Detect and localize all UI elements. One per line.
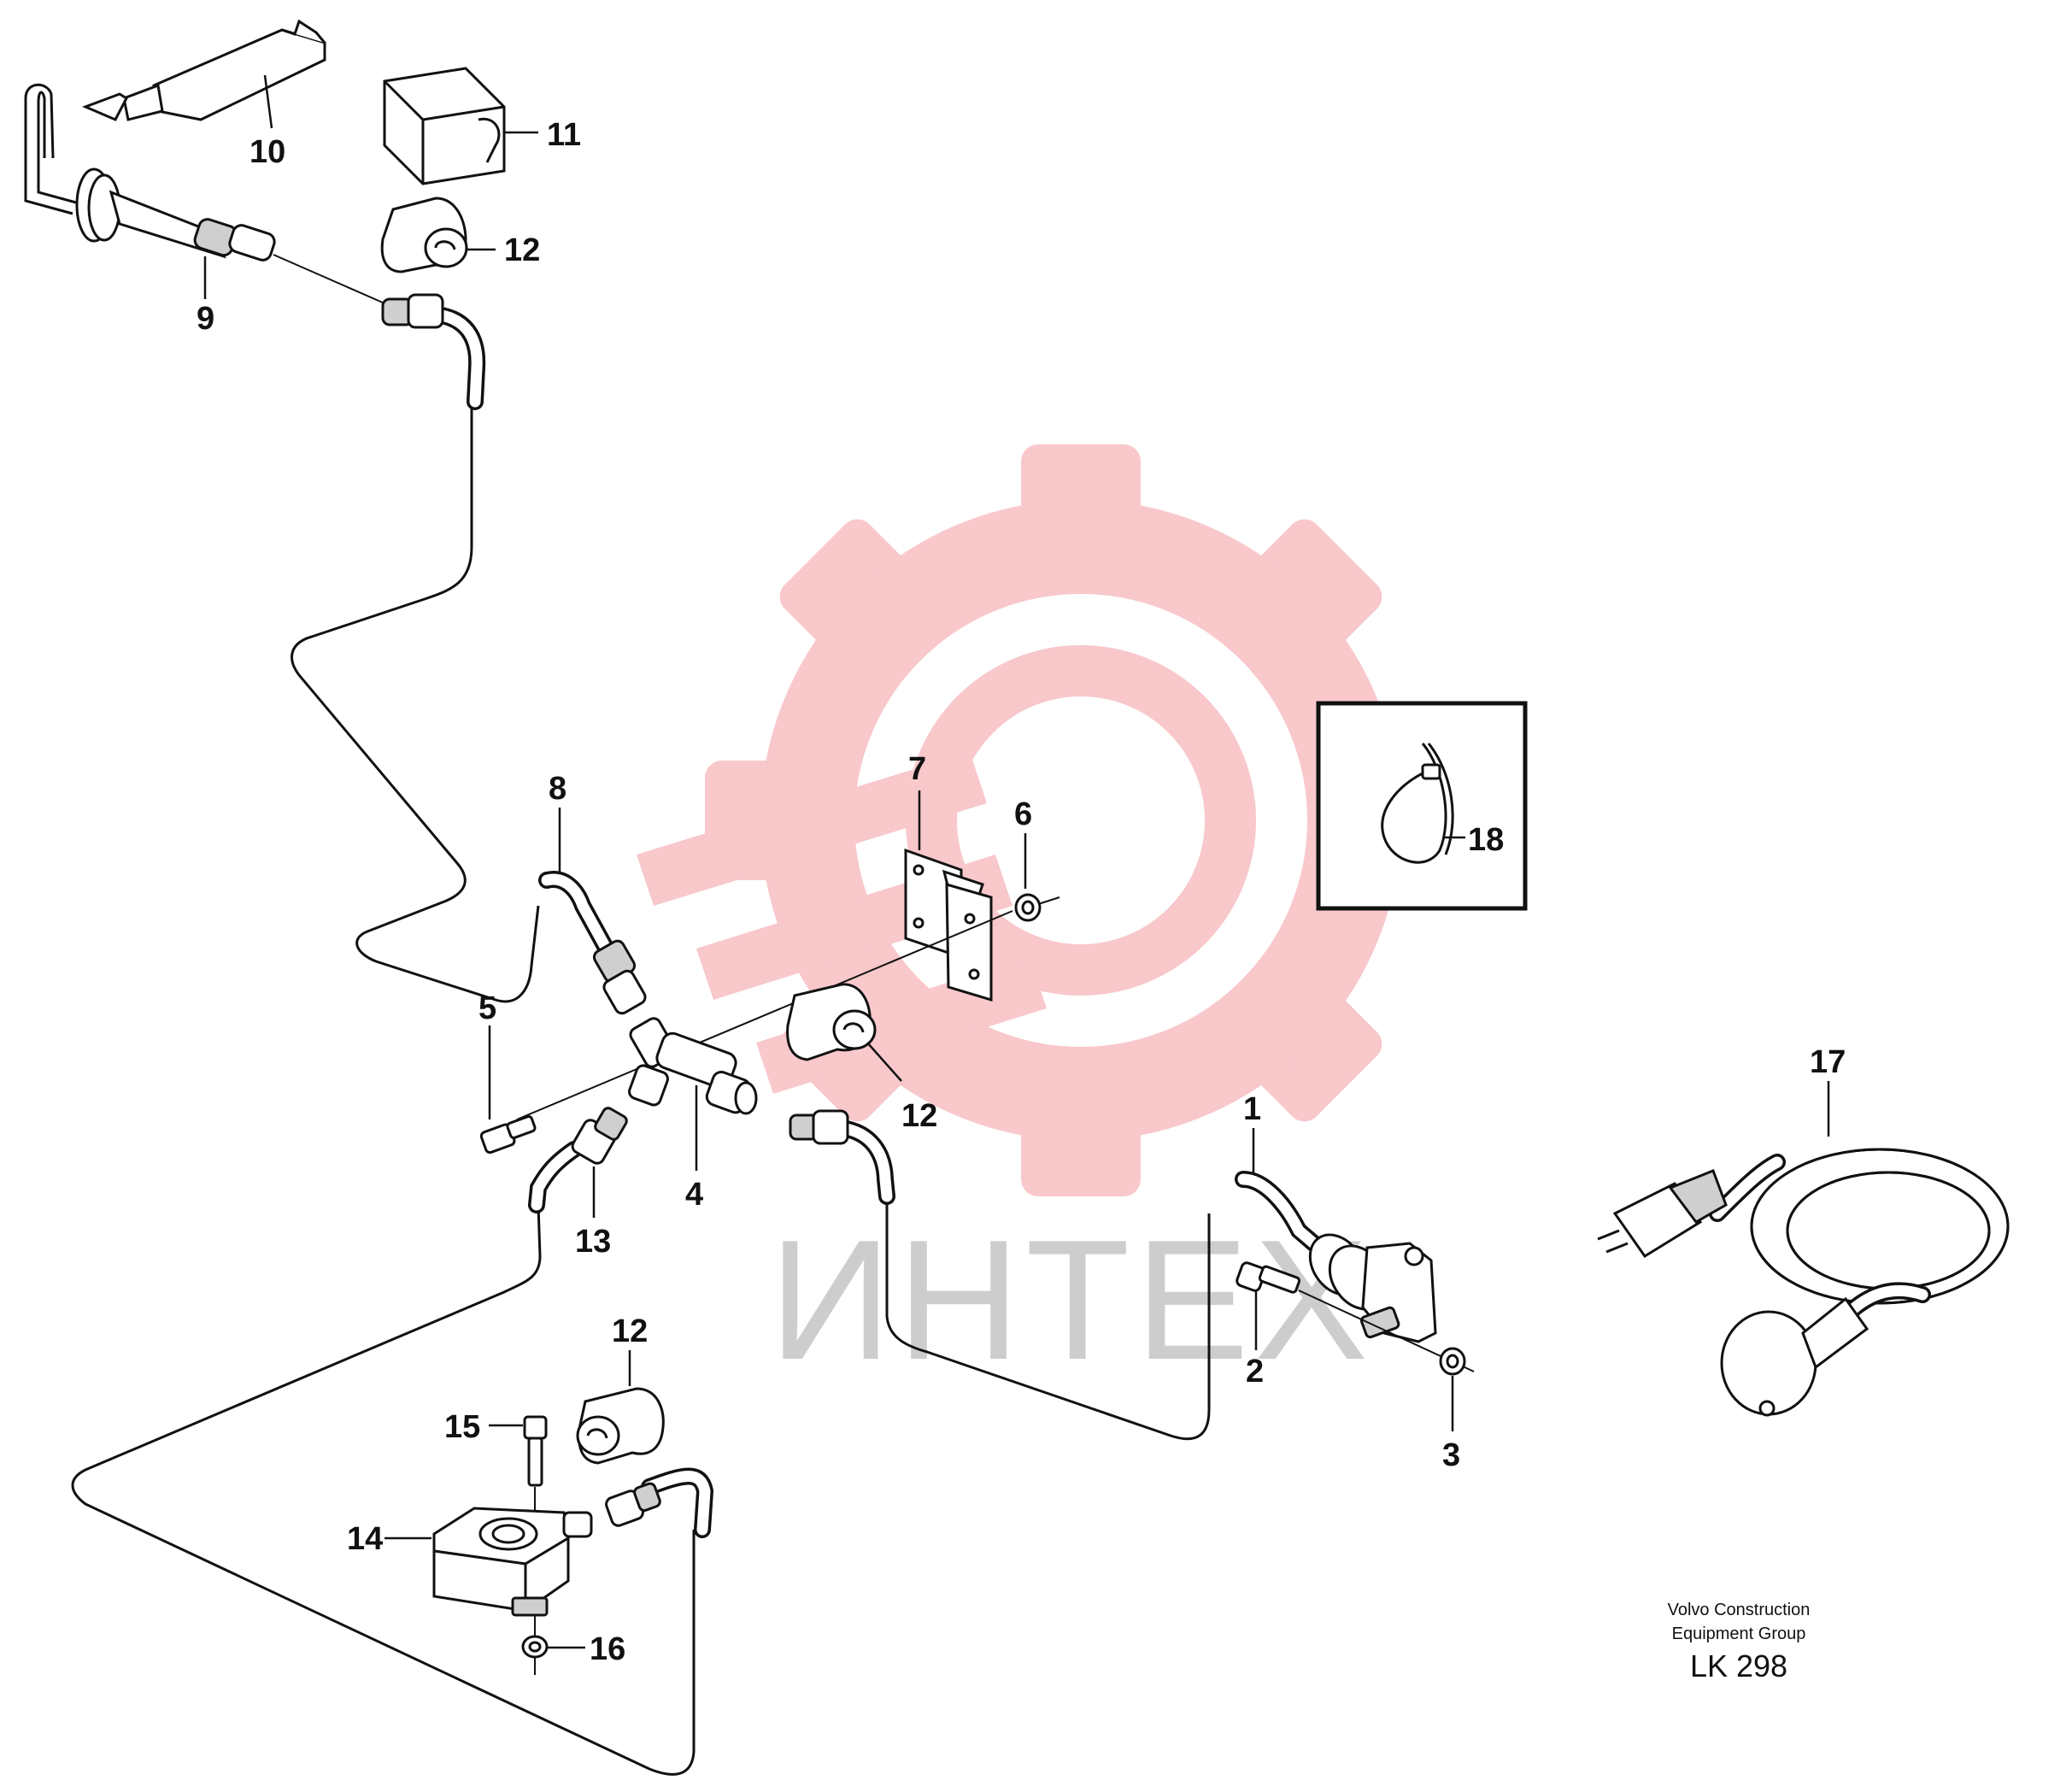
- callout-17: 17: [1810, 1044, 1846, 1080]
- callout-7: 7: [908, 751, 926, 787]
- publication-code: LK 298: [1690, 1648, 1787, 1683]
- hose-right-of-t: [789, 1109, 895, 1205]
- callout-6: 6: [1014, 796, 1032, 832]
- part-9-heater-element: [24, 83, 385, 304]
- hose-lower: [605, 1467, 714, 1538]
- callout-2: 2: [1246, 1354, 1264, 1390]
- part-12-rubber-boot-middle: [786, 983, 902, 1082]
- part-4-t-connector: [628, 1017, 758, 1171]
- hose-upper: [381, 293, 486, 410]
- callout-15: 15: [444, 1409, 480, 1445]
- part-10-grease-tube: [81, 19, 326, 129]
- wiring-harness: [71, 402, 1211, 1776]
- part-7-bracket: [904, 790, 993, 1002]
- part-12-rubber-boot-top: [380, 197, 496, 273]
- callout-8: 8: [549, 771, 566, 807]
- assembly-axis-bracket: [516, 910, 1013, 1120]
- publisher-line-1: Volvo Construction: [1668, 1601, 1811, 1619]
- part-16-washer: [521, 1635, 585, 1659]
- callout-9: 9: [197, 301, 214, 337]
- callout-16: 16: [590, 1631, 625, 1667]
- callout-18: 18: [1468, 822, 1504, 858]
- part-3-washer: [1439, 1347, 1466, 1431]
- callout-13: 13: [575, 1224, 611, 1260]
- callout-12-bottom: 12: [612, 1313, 648, 1349]
- part-17-extension-cable: [1597, 1081, 2010, 1417]
- callout-11: 11: [547, 117, 581, 153]
- watermark-text: ИНТЕХ: [769, 1205, 1373, 1395]
- callout-10: 10: [249, 134, 285, 170]
- callout-1: 1: [1243, 1091, 1261, 1127]
- publisher-line-2: Equipment Group: [1672, 1625, 1806, 1643]
- callout-12: 12: [504, 232, 540, 268]
- part-12-rubber-boot-bottom: [576, 1350, 665, 1465]
- part-6-nut: [1014, 833, 1060, 922]
- callout-3: 3: [1442, 1437, 1460, 1473]
- part-13-hose-coupler: [528, 1107, 628, 1218]
- part-8-hose: [538, 808, 647, 1015]
- publisher-block: Volvo Construction Equipment Group LK 29…: [1668, 1601, 1811, 1683]
- part-1-switch: [1235, 1128, 1437, 1343]
- part-18-cable-tie-box: [1316, 701, 1528, 911]
- callout-4: 4: [685, 1177, 703, 1213]
- callout-14: 14: [347, 1521, 383, 1557]
- part-11-connector-housing: [383, 67, 538, 185]
- part-15-screw: [489, 1415, 548, 1675]
- callout-5: 5: [478, 990, 496, 1026]
- callout-12-middle: 12: [901, 1098, 937, 1134]
- callout-labels: 10 11 12 9 7 6 8 18 5 12 4 13 1 17 2 3 1…: [197, 117, 1846, 1667]
- part-14-socket-box: [384, 1507, 593, 1617]
- part-5-bolt: [479, 1025, 537, 1155]
- part-2-bolt: [1236, 1261, 1475, 1372]
